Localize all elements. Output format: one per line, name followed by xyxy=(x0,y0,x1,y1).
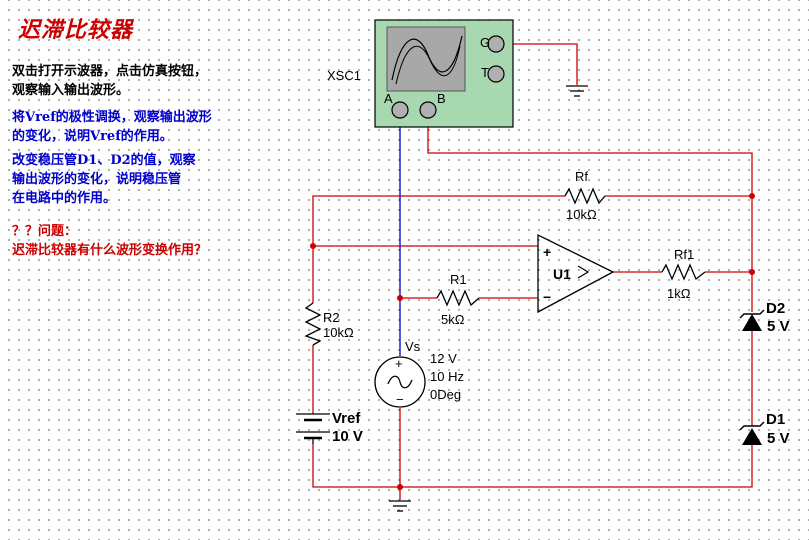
junction-dot xyxy=(397,484,403,490)
instruction-line: 输出波形的变化，说明稳压管 xyxy=(12,172,182,187)
wire-ground-rail xyxy=(312,444,753,488)
vs-name-label: Vs xyxy=(405,339,421,354)
vref-name-label: Vref xyxy=(332,410,361,427)
r2-value-label: 10kΩ xyxy=(323,325,354,340)
vs-amplitude-label: 12 V xyxy=(430,351,457,366)
r2-name-label: R2 xyxy=(323,310,340,325)
resistor-r2[interactable] xyxy=(304,302,322,346)
d1-name-label: D1 xyxy=(766,411,785,428)
junction-dot xyxy=(749,269,755,275)
vs-minus-label: − xyxy=(396,392,404,407)
instruction-line: 观察输入输出波形。 xyxy=(12,83,130,98)
scope-name-label: XSC1 xyxy=(327,68,361,83)
rf1-name-label: Rf1 xyxy=(674,247,694,262)
r1-name-label: R1 xyxy=(450,272,467,287)
zener-diode-d1[interactable] xyxy=(739,420,765,452)
zener-d1-bar xyxy=(739,421,765,431)
opamp-name-label: U1 xyxy=(553,266,571,282)
junction-dot xyxy=(749,193,755,199)
d1-value-label: 5 V xyxy=(767,430,790,447)
zener-d2-triangle xyxy=(742,314,762,331)
instruction-line: 双击打开示波器，点击仿真按钮， xyxy=(12,64,208,79)
opamp-body xyxy=(537,233,615,314)
opamp-minus-label: − xyxy=(543,289,551,305)
wire-rf-left xyxy=(312,195,565,303)
rf-value-label: 10kΩ xyxy=(566,207,597,222)
junction-dots xyxy=(310,193,755,490)
r1-value-label: 5kΩ xyxy=(441,312,465,327)
page-title: 迟滞比较器 xyxy=(18,17,134,43)
vref-value-label: 10 V xyxy=(332,428,363,445)
d2-name-label: D2 xyxy=(766,300,785,317)
question-text: 迟滞比较器有什么波形变换作用？ xyxy=(12,243,208,258)
scope-pin-t-label: T xyxy=(481,65,489,80)
scope-trace xyxy=(395,45,461,85)
vs-phase-label: 0Deg xyxy=(430,387,461,402)
instruction-paragraph: 改变稳压管D1、D2的值，观察 输出波形的变化，说明稳压管 在电路中的作用。 xyxy=(12,151,196,208)
instruction-paragraph: 双击打开示波器，点击仿真按钮， 观察输入输出波形。 xyxy=(12,62,207,100)
instruction-line: 的变化，说明Vref的作用。 xyxy=(12,129,173,144)
instruction-line: 在电路中的作用。 xyxy=(12,191,117,206)
opamp-u1[interactable]: + − U1 xyxy=(537,233,615,314)
junction-dot xyxy=(310,243,316,249)
zener-d2-bar xyxy=(739,309,765,319)
scope-terminal-t[interactable] xyxy=(487,65,505,83)
resistor-rf1[interactable] xyxy=(661,263,706,281)
question-paragraph: ？？问题： 迟滞比较器有什么波形变换作用？ xyxy=(12,222,207,260)
wires-red xyxy=(312,43,753,500)
resistor-rf[interactable] xyxy=(564,187,606,205)
ground-icon xyxy=(389,500,411,512)
rf1-value-label: 1kΩ xyxy=(667,286,691,301)
ac-source-vs[interactable]: + − xyxy=(374,356,426,408)
instruction-line: 将Vref的极性调换，观察输出波形 xyxy=(12,110,212,125)
resistor-r1[interactable] xyxy=(436,289,480,307)
zener-d1-triangle xyxy=(742,428,762,445)
ground-icon xyxy=(566,85,588,97)
scope-pin-g-label: G xyxy=(480,35,490,50)
scope-pin-b-label: B xyxy=(437,91,446,106)
question-heading: ？？问题： xyxy=(12,224,78,239)
opamp-comparator-icon xyxy=(577,265,590,279)
wire-scope-ground xyxy=(496,43,578,85)
vs-frequency-label: 10 Hz xyxy=(430,369,464,384)
scope-terminal-g[interactable] xyxy=(487,35,505,53)
junction-dot xyxy=(397,295,403,301)
scope-terminal-b[interactable] xyxy=(419,101,437,119)
instruction-paragraph: 将Vref的极性调换，观察输出波形 的变化，说明Vref的作用。 xyxy=(12,108,212,146)
opamp-plus-label: + xyxy=(543,244,551,260)
vs-plus-label: + xyxy=(395,356,403,371)
oscilloscope-xsc1[interactable]: A B G T xyxy=(374,19,514,128)
scope-screen xyxy=(386,26,466,92)
battery-vref[interactable] xyxy=(296,413,330,444)
d2-value-label: 5 V xyxy=(767,318,790,335)
wire-scope-b-output xyxy=(427,110,753,307)
sine-wave-icon xyxy=(387,375,413,389)
scope-pin-a-label: A xyxy=(384,91,393,106)
scope-terminal-a[interactable] xyxy=(391,101,409,119)
rf-name-label: Rf xyxy=(575,169,588,184)
zener-diode-d2[interactable] xyxy=(739,307,765,340)
instruction-line: 改变稳压管D1、D2的值，观察 xyxy=(12,153,196,168)
